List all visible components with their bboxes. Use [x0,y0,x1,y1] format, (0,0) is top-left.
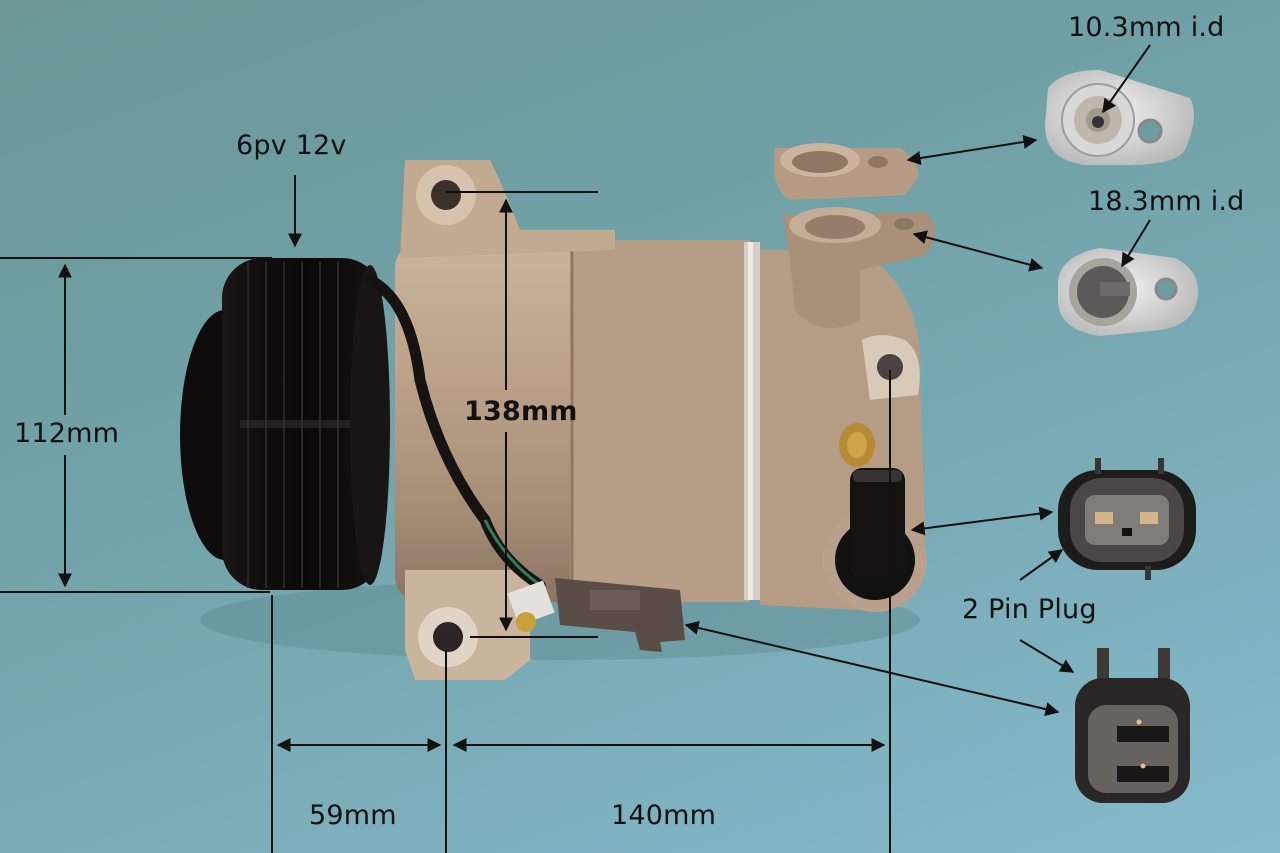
plug-male [1075,648,1190,803]
pulley-spec-label: 6pv 12v [236,130,347,161]
connector-label: 2 Pin Plug [962,594,1097,625]
pulley [180,258,390,590]
lower-port-id-label: 18.3mm i.d [1088,186,1245,217]
fitting-18-3mm [1058,248,1199,336]
height-dimension-label: 112mm [14,418,120,449]
port-blocks [774,143,935,328]
harness-connector [507,578,685,652]
upper-port-id-label: 10.3mm i.d [1068,12,1225,43]
mount-to-mount-label: 140mm [611,800,717,831]
mount-spacing-label: 138mm [464,396,578,427]
fitting-10-3mm [1045,70,1194,165]
dimension-lines [0,44,1151,853]
pulley-to-mount-label: 59mm [309,800,397,831]
plug-female [1058,458,1196,580]
